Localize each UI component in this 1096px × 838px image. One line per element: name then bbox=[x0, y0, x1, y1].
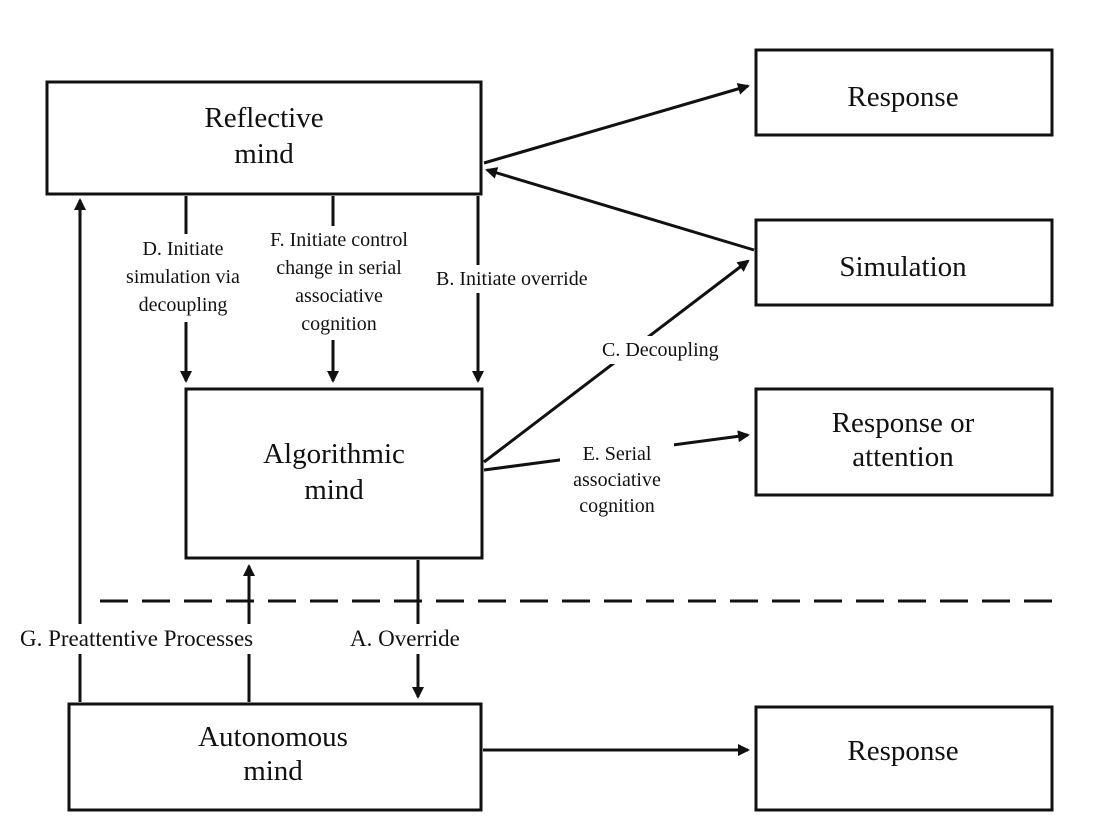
label-g-background bbox=[18, 624, 306, 654]
reflective-mind-label-1: Reflective bbox=[204, 102, 323, 134]
algorithmic-mind-label-1: Algorithmic bbox=[263, 438, 405, 470]
reflective-mind-box bbox=[45, 80, 483, 196]
edge-c-label: C. Decoupling bbox=[602, 339, 719, 361]
label-d-background bbox=[112, 234, 254, 322]
algorithmic-mind-label-2: mind bbox=[304, 474, 364, 506]
autonomous-mind-box bbox=[67, 702, 483, 812]
label-e-background bbox=[560, 440, 674, 520]
autonomous-mind-label-1: Autonomous bbox=[198, 721, 348, 753]
edge-f-label-3: associative bbox=[295, 285, 383, 307]
edge-e-label-3: cognition bbox=[579, 495, 655, 517]
response-or-attention-label-2: attention bbox=[852, 441, 954, 473]
algorithmic-mind-box bbox=[184, 387, 484, 560]
response-bottom-label: Response bbox=[847, 735, 958, 767]
response-or-attention-box bbox=[754, 387, 1054, 497]
simulation-box bbox=[754, 218, 1054, 307]
edge-b-label: B. Initiate override bbox=[436, 268, 588, 290]
response-top-label: Response bbox=[847, 81, 958, 113]
response-bottom-box bbox=[754, 705, 1054, 812]
edge-d-label-2: simulation via bbox=[126, 266, 240, 288]
label-a-background bbox=[345, 624, 485, 654]
arrow-simulation-to-reflective bbox=[485, 167, 755, 252]
label-f-background bbox=[252, 226, 428, 340]
simulation-label: Simulation bbox=[839, 251, 967, 283]
arrow-reflective-to-response bbox=[483, 83, 750, 165]
edge-a-label: A. Override bbox=[350, 626, 460, 651]
edge-f-label-2: change in serial bbox=[276, 257, 402, 279]
response-or-attention-label-1: Response or bbox=[832, 407, 975, 439]
edge-g-label: G. Preattentive Processes bbox=[20, 626, 253, 651]
edge-e-label-1: E. Serial bbox=[583, 443, 652, 465]
edge-f-label-1: F. Initiate control bbox=[270, 229, 408, 251]
reflective-mind-label-2: mind bbox=[234, 138, 294, 170]
response-top-box bbox=[754, 48, 1054, 137]
edge-d-label-3: decoupling bbox=[139, 294, 228, 316]
label-c-background bbox=[598, 336, 748, 364]
autonomous-mind-label-2: mind bbox=[243, 755, 303, 787]
edge-d-label-1: D. Initiate bbox=[142, 238, 223, 260]
edge-e-label-2: associative bbox=[573, 469, 661, 491]
edge-f-label-4: cognition bbox=[301, 313, 377, 335]
label-b-background bbox=[432, 265, 618, 293]
